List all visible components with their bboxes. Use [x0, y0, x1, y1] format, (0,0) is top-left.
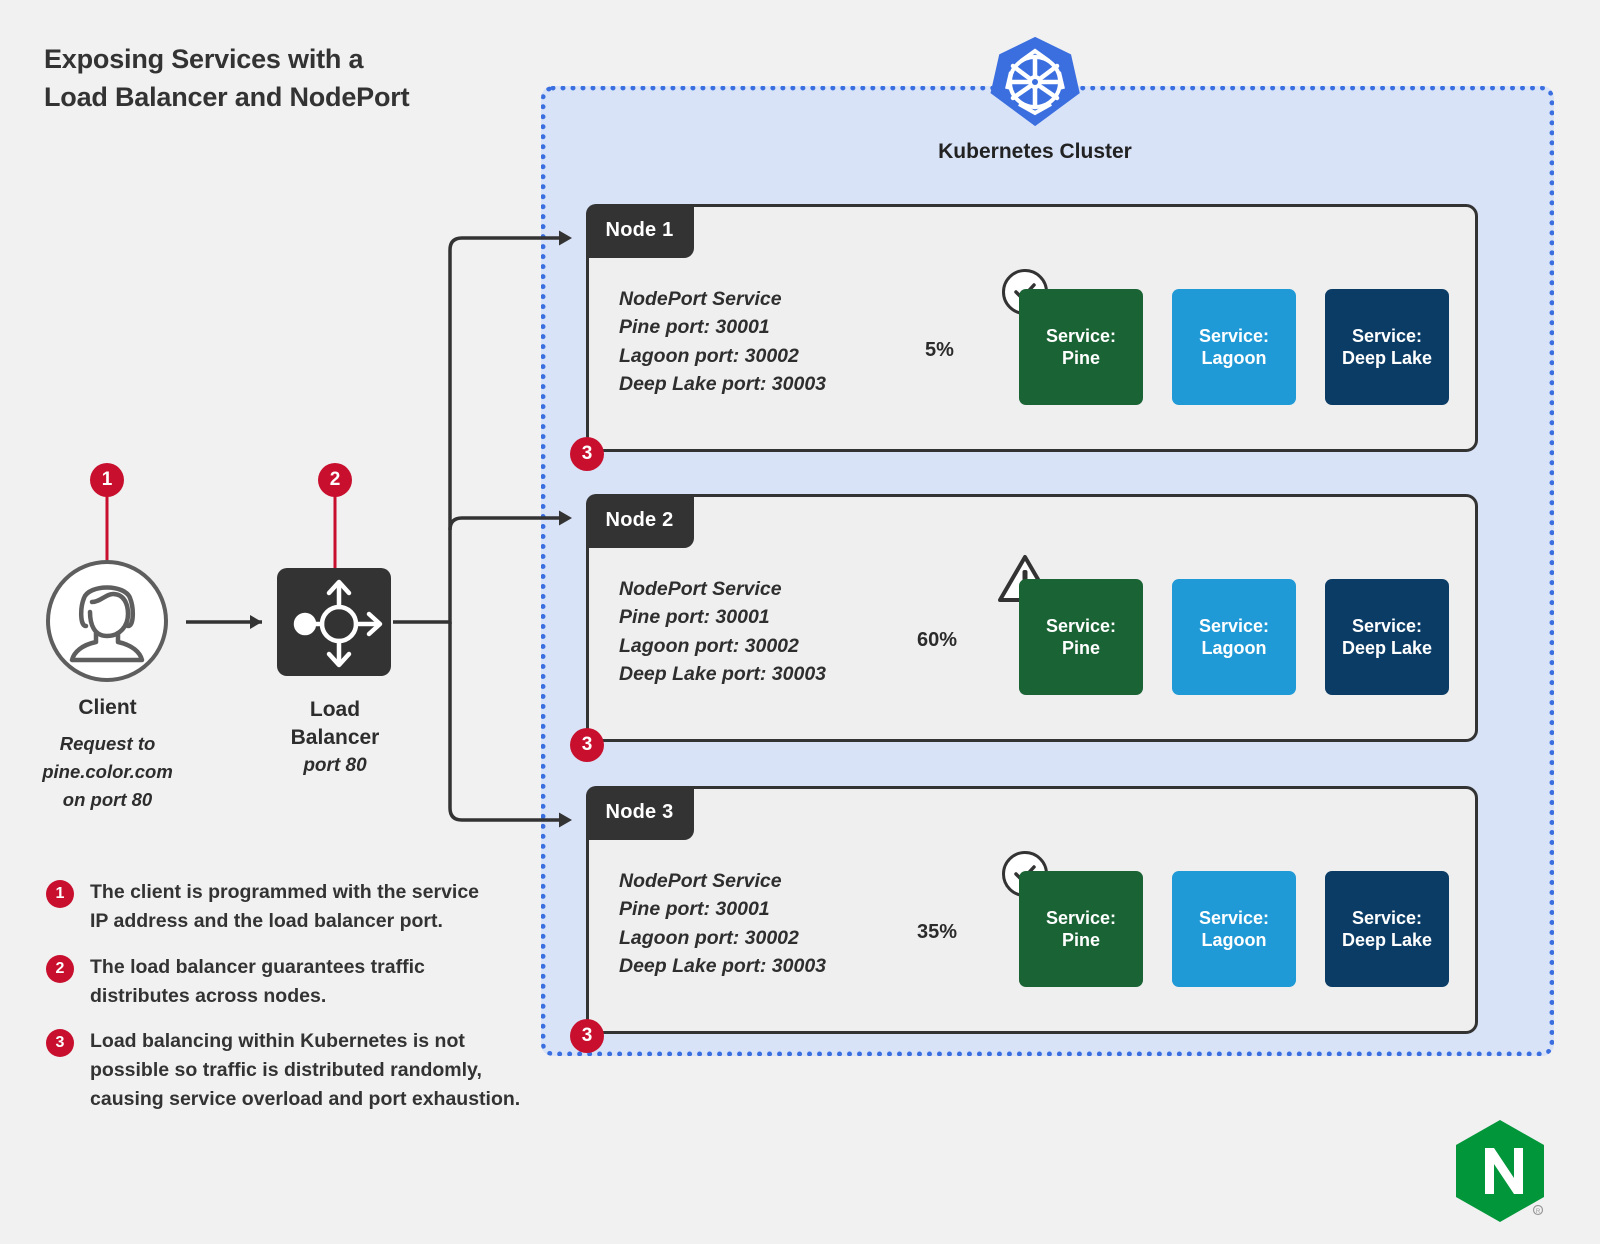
legend: 1 The client is programmed with the serv…	[46, 878, 526, 1131]
node-title-tab: Node 2	[585, 493, 694, 548]
load-balancer-label: Load Balancer	[290, 698, 380, 750]
service-box-deep-lake[interactable]: Service: Deep Lake	[1325, 579, 1449, 695]
load-balancer-sublabel: port 80	[303, 755, 367, 776]
service-label: Service: Deep Lake	[1341, 325, 1433, 369]
service-box-pine[interactable]: Service: Pine	[1019, 289, 1143, 405]
service-label: Service: Pine	[1045, 615, 1117, 659]
legend-badge: 3	[46, 1029, 74, 1058]
callout-badge-1: 1	[90, 463, 124, 497]
service-label: Service: Lagoon	[1198, 325, 1270, 369]
legend-text: The load balancer guarantees traffic dis…	[90, 955, 425, 1007]
nodeport-service-details: NodePort Service Pine port: 30001 Lagoon…	[619, 578, 827, 685]
client-sublabel: Request to pine.color.com on port 80	[42, 733, 173, 810]
node-title-tab: Node 1	[585, 203, 694, 258]
callout-badge-3: 3	[570, 437, 604, 471]
service-box-pine[interactable]: Service: Pine	[1019, 871, 1143, 987]
title-line-1: Exposing Services with a	[44, 44, 364, 74]
callout-badge-3: 3	[570, 728, 604, 762]
node-card[interactable]: Node 1 NodePort Service Pine port: 30001…	[585, 203, 1478, 452]
service-label: Service: Lagoon	[1198, 615, 1270, 659]
nodeport-service-details: NodePort Service Pine port: 30001 Lagoon…	[619, 870, 827, 977]
client-label: Client	[78, 696, 137, 719]
node-title: Node 1	[605, 219, 674, 241]
node-title: Node 3	[605, 801, 674, 823]
client-callout-leader	[105, 492, 109, 570]
callout-badge-2: 2	[318, 463, 352, 497]
service-label: Service: Deep Lake	[1341, 907, 1433, 951]
service-label: Service: Pine	[1045, 325, 1117, 369]
svg-text:R: R	[1536, 1209, 1541, 1215]
user-avatar-icon	[69, 585, 145, 663]
service-box-deep-lake[interactable]: Service: Deep Lake	[1325, 871, 1449, 987]
service-label: Service: Pine	[1045, 907, 1117, 951]
legend-item: 1 The client is programmed with the serv…	[46, 878, 526, 936]
traffic-percent: 5%	[925, 339, 954, 361]
legend-text: Load balancing within Kubernetes is not …	[90, 1030, 521, 1111]
service-label: Service: Lagoon	[1198, 907, 1270, 951]
traffic-percent: 35%	[917, 921, 958, 943]
kubernetes-helm-icon	[990, 34, 1080, 130]
lb-callout-leader	[333, 492, 337, 570]
node-title-tab: Node 3	[585, 785, 694, 840]
node-card[interactable]: Node 2 NodePort Service Pine port: 30001…	[585, 493, 1478, 742]
node-title: Node 2	[605, 509, 674, 531]
legend-badge: 1	[46, 880, 74, 908]
load-balancer-node[interactable]	[277, 568, 391, 676]
service-box-lagoon[interactable]: Service: Lagoon	[1172, 289, 1296, 405]
legend-badge: 2	[46, 954, 74, 983]
service-box-lagoon[interactable]: Service: Lagoon	[1172, 871, 1296, 987]
nodeport-service-details: NodePort Service Pine port: 30001 Lagoon…	[619, 288, 827, 395]
legend-item: 3 Load balancing within Kubernetes is no…	[46, 1027, 526, 1114]
cluster-title: Kubernetes Cluster	[938, 140, 1132, 163]
legend-item: 2 The load balancer guarantees traffic d…	[46, 953, 526, 1011]
load-balancer-distribute-icon	[293, 579, 383, 668]
service-box-pine[interactable]: Service: Pine	[1019, 579, 1143, 695]
traffic-percent: 60%	[917, 629, 958, 651]
callout-badge-3: 3	[570, 1019, 604, 1053]
page-title: Exposing Services with a Load Balancer a…	[44, 40, 514, 117]
service-box-deep-lake[interactable]: Service: Deep Lake	[1325, 289, 1449, 405]
title-line-2: Load Balancer and NodePort	[44, 82, 410, 113]
client-node[interactable]	[46, 560, 168, 682]
nginx-logo: R	[1452, 1118, 1548, 1224]
node-card[interactable]: Node 3 NodePort Service Pine port: 30001…	[585, 785, 1478, 1034]
service-label: Service: Deep Lake	[1341, 615, 1433, 659]
legend-text: The client is programmed with the servic…	[90, 881, 480, 932]
service-box-lagoon[interactable]: Service: Lagoon	[1172, 579, 1296, 695]
